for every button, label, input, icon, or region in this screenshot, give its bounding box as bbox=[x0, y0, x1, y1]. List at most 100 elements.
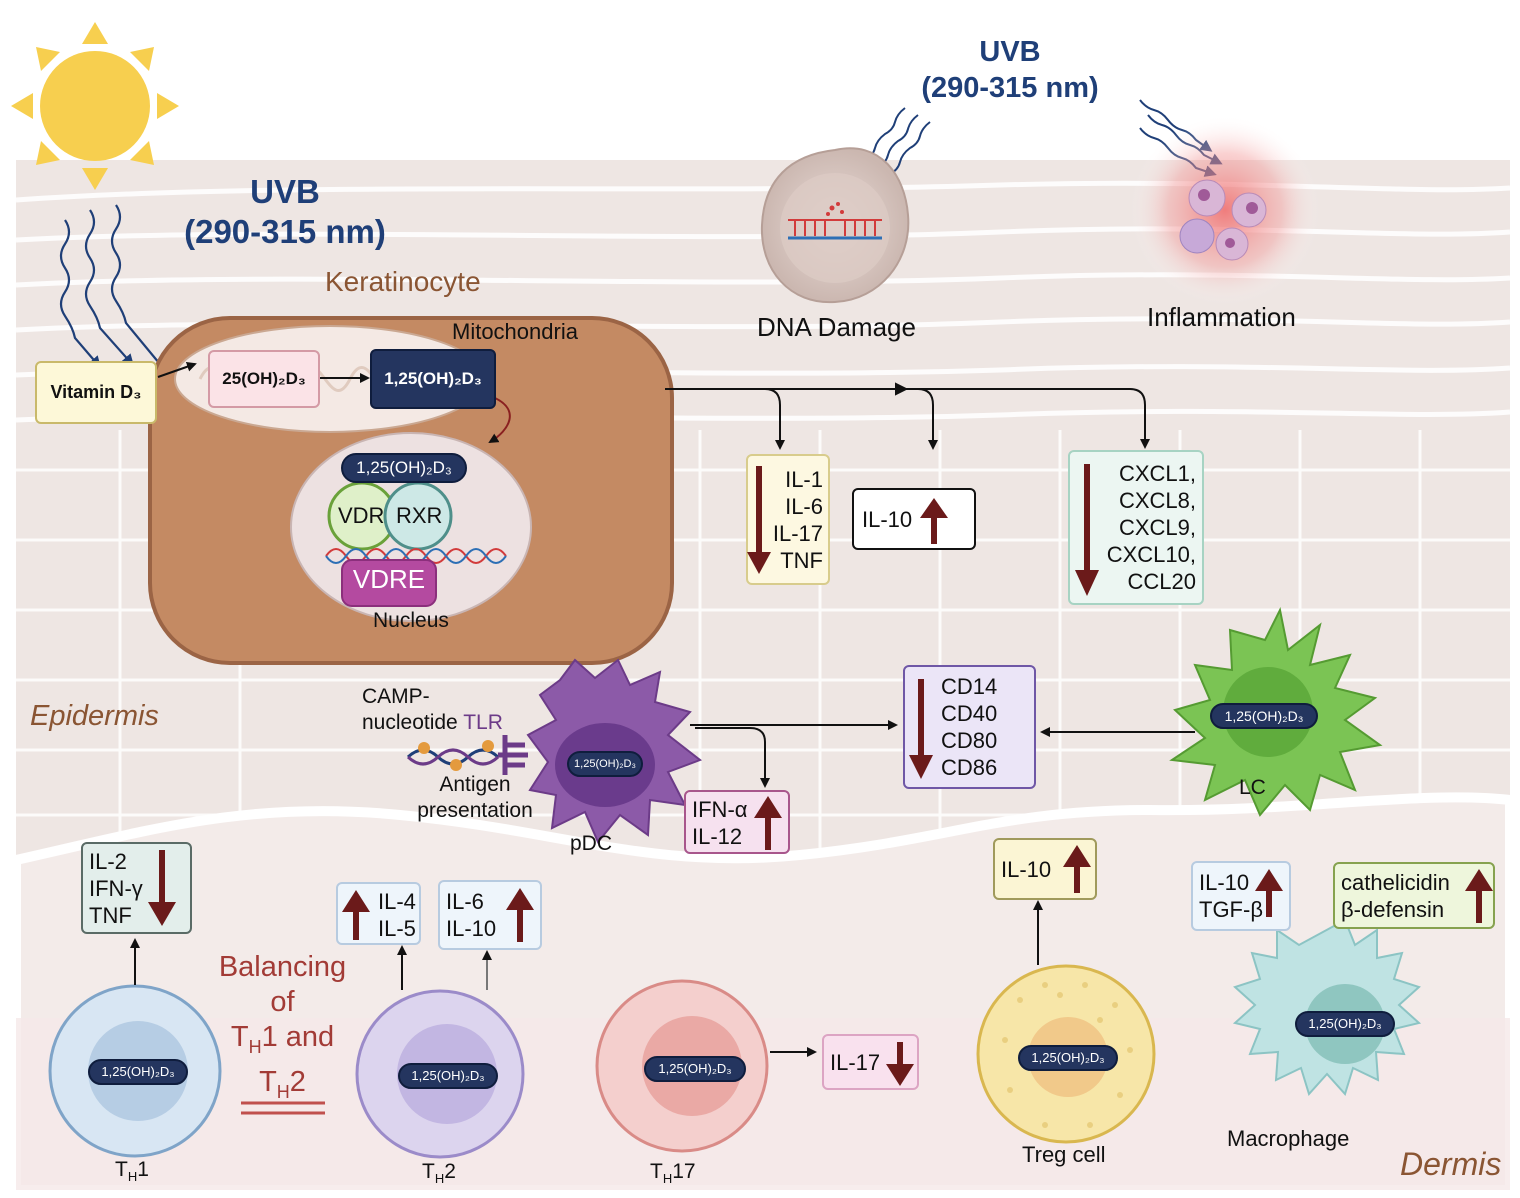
cytokines-down-box: IL-1 IL-6 IL-17 TNF bbox=[746, 454, 830, 585]
th17-pill: 1,25(OH)₂D₃ bbox=[644, 1056, 746, 1082]
ifn-up-box: IFN-α IL-12 bbox=[684, 790, 790, 854]
keratinocyte-arrows bbox=[157, 361, 1150, 450]
treg-up-arrowhead bbox=[1063, 845, 1091, 867]
amp-2: β-defensin bbox=[1341, 897, 1445, 922]
antigen-line1: Antigen bbox=[439, 773, 511, 796]
keratinocyte-label: Keratinocyte bbox=[325, 266, 481, 297]
cd-2: CD40 bbox=[941, 701, 998, 726]
lc-pill: 1,25(OH)₂D₃ bbox=[1210, 703, 1318, 729]
chemokine-2: CXCL8, bbox=[1118, 488, 1196, 513]
th1-down-box: IL-2 IFN-γ TNF bbox=[81, 842, 192, 934]
dna-damage-label: DNA Damage bbox=[757, 312, 916, 342]
inflammation-label: Inflammation bbox=[1147, 302, 1296, 332]
nucleus-ligand-pill: 1,25(OH)₂D₃ bbox=[341, 453, 467, 483]
th17-sub: H bbox=[662, 1171, 673, 1187]
amp-list: cathelicidin β-defensin bbox=[1341, 869, 1450, 923]
th1-label: TH1 bbox=[115, 1158, 149, 1184]
camp-label: CAMP- nucleotide TLR bbox=[362, 684, 503, 736]
balance-l4-t: T bbox=[259, 1065, 277, 1098]
equals-sign bbox=[241, 1101, 325, 1115]
th2b-list: IL-6 IL-10 bbox=[446, 888, 496, 942]
balance-line4: TH2 bbox=[205, 1065, 360, 1110]
macrophage-label: Macrophage bbox=[1227, 1126, 1350, 1151]
mac-cyt-2: TGF-β bbox=[1199, 897, 1263, 922]
th2-up-box-b: IL-6 IL-10 bbox=[438, 880, 542, 950]
nucleus-label: Nucleus bbox=[373, 609, 449, 632]
ifn-up-arrow bbox=[765, 816, 771, 850]
uvb-right-line1: UVB bbox=[979, 36, 1041, 68]
th2-t: T bbox=[422, 1160, 435, 1183]
cytokines-down-arrowhead bbox=[747, 552, 771, 574]
th17-down-box: IL-17 bbox=[822, 1034, 919, 1090]
th2-pill: 1,25(OH)₂D₃ bbox=[398, 1063, 498, 1089]
cytokine-1: IL-1 bbox=[785, 467, 823, 492]
th1-cyt-2: IFN-γ bbox=[89, 876, 143, 901]
uvb-right-line2: (290-315 nm) bbox=[921, 72, 1099, 104]
camp-nucleotide-complex bbox=[406, 735, 528, 775]
th2a-cyt-1: IL-4 bbox=[378, 889, 416, 914]
th2-sub: H bbox=[434, 1171, 445, 1187]
th17-t: T bbox=[650, 1160, 663, 1183]
sun-icon bbox=[11, 22, 179, 190]
amp-up-arrowhead bbox=[1465, 869, 1493, 891]
balance-line1: Balancing bbox=[218, 951, 347, 983]
macrophage-up-box: IL-10 TGF-β bbox=[1191, 861, 1291, 931]
dermis-arrows bbox=[130, 900, 1043, 1057]
th2a-up-arrowhead bbox=[342, 890, 370, 912]
mac-up-arrow bbox=[1266, 889, 1272, 917]
pdc-label: pDC bbox=[570, 832, 613, 855]
cytokine-3: IL-17 bbox=[772, 521, 823, 546]
cytokine-2: IL-6 bbox=[785, 494, 823, 519]
uvb-left-line1: UVB bbox=[250, 173, 320, 210]
il10-up-box: IL-10 bbox=[852, 488, 976, 550]
th17-label: TH17 bbox=[650, 1160, 696, 1186]
balance-label: Balancing of TH1 and TH2 bbox=[205, 950, 360, 1110]
vdre-label: VDRE bbox=[352, 564, 426, 594]
ifn-1: IFN-α bbox=[692, 797, 748, 822]
dermis-label: Dermis bbox=[1400, 1146, 1502, 1182]
vdre-box bbox=[341, 559, 437, 607]
th1-sub: H bbox=[127, 1169, 138, 1185]
mac-up-arrowhead bbox=[1255, 869, 1283, 891]
th1-down-arrowhead bbox=[148, 902, 176, 926]
th1-list: IL-2 IFN-γ TNF bbox=[89, 848, 143, 929]
th17-down-text: IL-17 bbox=[830, 1050, 881, 1075]
cd-1: CD14 bbox=[941, 674, 998, 699]
il10-up-text: IL-10 bbox=[862, 507, 913, 532]
chemokine-1: CXCL1, bbox=[1118, 461, 1196, 486]
treg-label: Treg cell bbox=[1022, 1142, 1106, 1167]
treg-up-text: IL-10 bbox=[1001, 857, 1052, 882]
th2-label: TH2 bbox=[422, 1160, 456, 1186]
vdr-label: VDR bbox=[338, 503, 385, 528]
uvb-left-line2: (290-315 nm) bbox=[184, 213, 386, 250]
treg-pill: 1,25(OH)₂D₃ bbox=[1018, 1045, 1118, 1071]
pdc-arrows bbox=[690, 720, 1195, 788]
th17-down-arrow bbox=[897, 1042, 903, 1066]
chemokines-down-arrow bbox=[1084, 464, 1090, 574]
balance-line2: of bbox=[270, 986, 295, 1018]
th2b-up-arrowhead bbox=[506, 888, 534, 910]
th1-down-arrow bbox=[159, 850, 165, 906]
balance-l3-rest: 1 and bbox=[261, 1021, 335, 1053]
amp-1: cathelicidin bbox=[1341, 870, 1450, 895]
th2a-up-arrow bbox=[353, 910, 359, 940]
lc-label: LC bbox=[1239, 776, 1266, 799]
camp-line1: CAMP- bbox=[362, 685, 430, 708]
costim-down-box: CD14 CD40 CD80 CD86 bbox=[903, 665, 1036, 789]
macrophage-pill: 1,25(OH)₂D₃ bbox=[1295, 1011, 1395, 1037]
cd-3: CD80 bbox=[941, 728, 998, 753]
balance-l3-sub: H bbox=[248, 1036, 262, 1057]
th17-num: 17 bbox=[672, 1160, 696, 1183]
ifn-2: IL-12 bbox=[692, 824, 743, 849]
mitochondria-label: Mitochondria bbox=[452, 319, 578, 344]
th17-down-arrowhead bbox=[886, 1064, 914, 1086]
ifn-list: IFN-α IL-12 bbox=[692, 796, 747, 850]
vitamin-d3-text: Vitamin D₃ bbox=[50, 382, 142, 402]
inflammation-cluster bbox=[1130, 115, 1320, 305]
th1-cyt-3: TNF bbox=[89, 903, 132, 928]
mac-cyt-1: IL-10 bbox=[1199, 870, 1250, 895]
vitamin-d3-box: Vitamin D₃ bbox=[35, 361, 157, 424]
balance-l4-sub: H bbox=[276, 1081, 290, 1102]
cytokines-down-arrow bbox=[756, 466, 762, 556]
